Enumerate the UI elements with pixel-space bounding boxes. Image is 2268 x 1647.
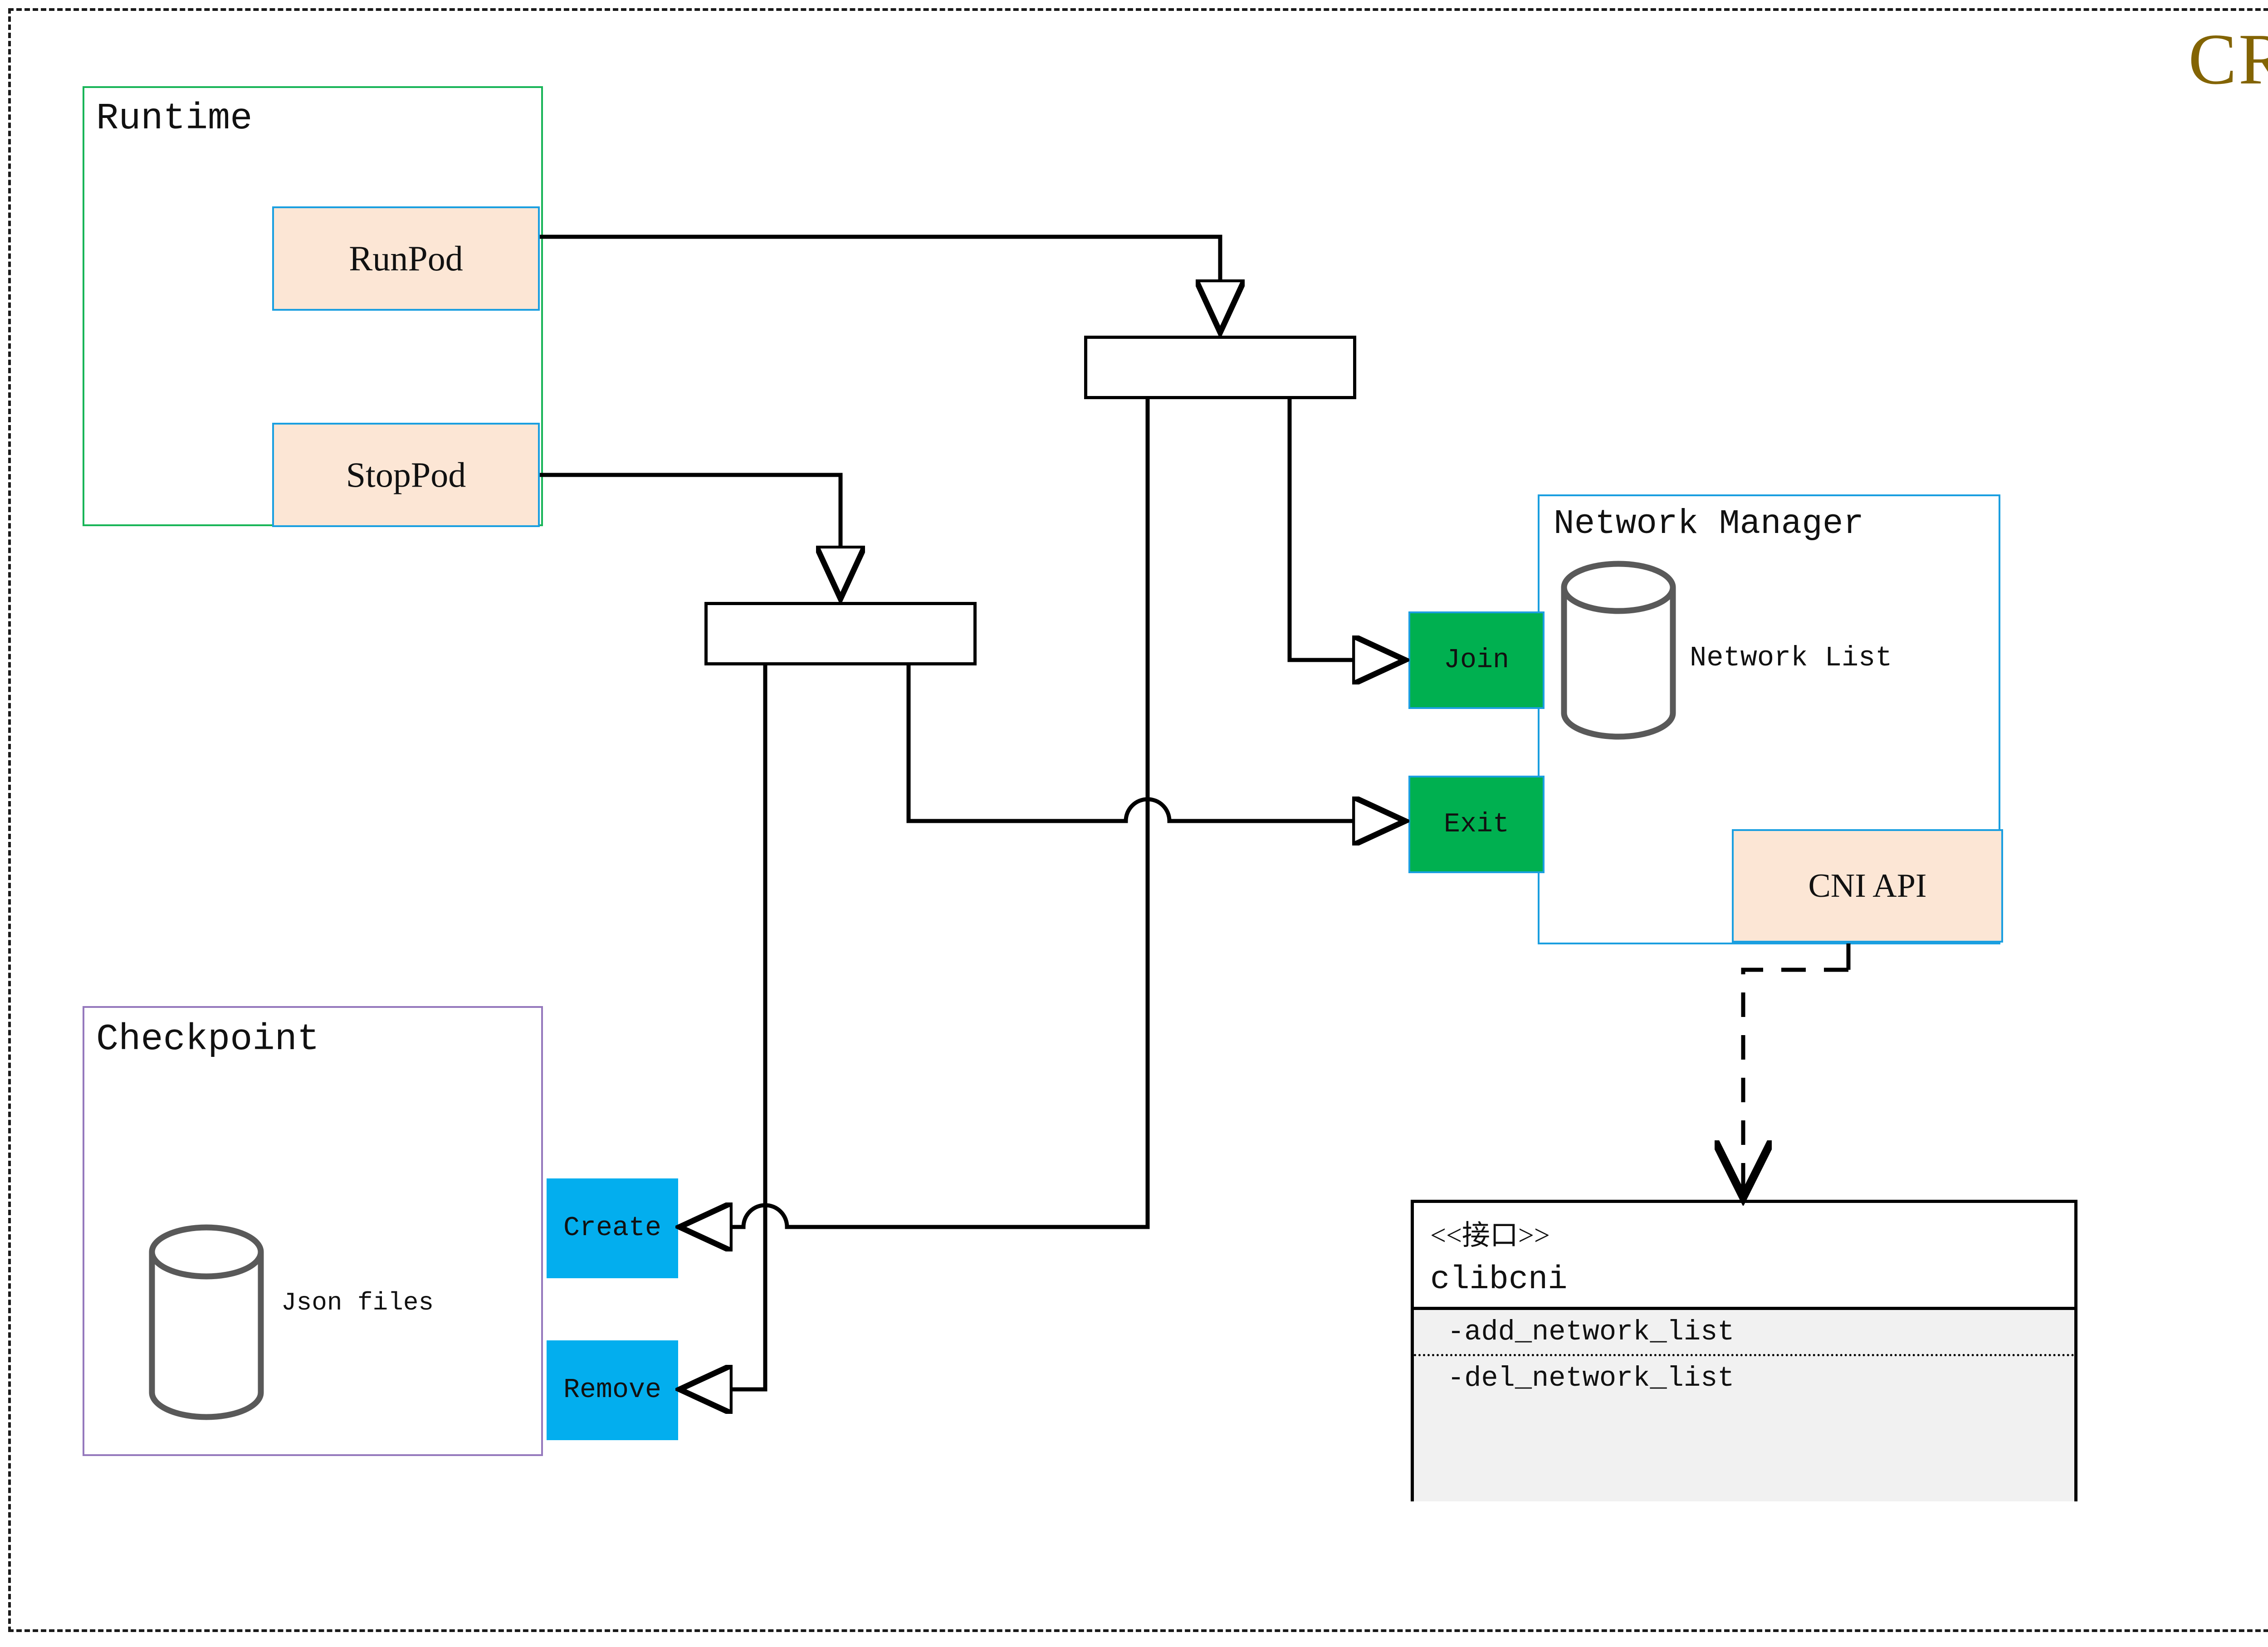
cni-api-label: CNI API <box>1808 867 1927 904</box>
diagram-outer-frame <box>8 8 2268 1632</box>
exit-port-box[interactable]: Exit <box>1408 776 1545 873</box>
stoppod-fork-bar <box>704 602 977 665</box>
network-manager-label: Network Manager <box>1554 504 1864 543</box>
clibcni-operations: -add_network_list -del_network_list <box>1414 1310 2074 1501</box>
network-manager-group <box>1538 494 2000 944</box>
page-title: CRI <box>2188 19 2268 99</box>
join-port-box[interactable]: Join <box>1408 611 1545 709</box>
remove-op-box[interactable]: Remove <box>547 1340 678 1440</box>
clibcni-interface-box: <<接口>> clibcni -add_network_list -del_ne… <box>1411 1200 2077 1501</box>
cni-api-box[interactable]: CNI API <box>1732 829 2003 943</box>
stoppod-box[interactable]: StopPod <box>272 423 540 527</box>
join-label: Join <box>1443 645 1510 676</box>
remove-label: Remove <box>563 1375 662 1406</box>
create-label: Create <box>563 1213 662 1244</box>
clibcni-stereotype: <<接口>> <box>1430 1220 1550 1251</box>
exit-label: Exit <box>1443 809 1510 840</box>
create-op-box[interactable]: Create <box>547 1178 678 1278</box>
clibcni-op-add: -add_network_list <box>1414 1310 2074 1357</box>
runpod-box[interactable]: RunPod <box>272 206 540 311</box>
clibcni-header: <<接口>> clibcni <box>1414 1203 2074 1310</box>
runtime-group-label: Runtime <box>96 98 253 140</box>
checkpoint-group-label: Checkpoint <box>96 1018 320 1061</box>
runpod-label: RunPod <box>349 239 463 278</box>
runpod-fork-bar <box>1084 336 1356 399</box>
checkpoint-group <box>83 1006 543 1456</box>
stoppod-label: StopPod <box>346 455 466 494</box>
json-files-label: Json files <box>281 1288 434 1317</box>
clibcni-op-del: -del_network_list <box>1447 1362 1735 1395</box>
clibcni-name: clibcni <box>1430 1261 1568 1298</box>
network-list-label: Network List <box>1690 642 1892 674</box>
